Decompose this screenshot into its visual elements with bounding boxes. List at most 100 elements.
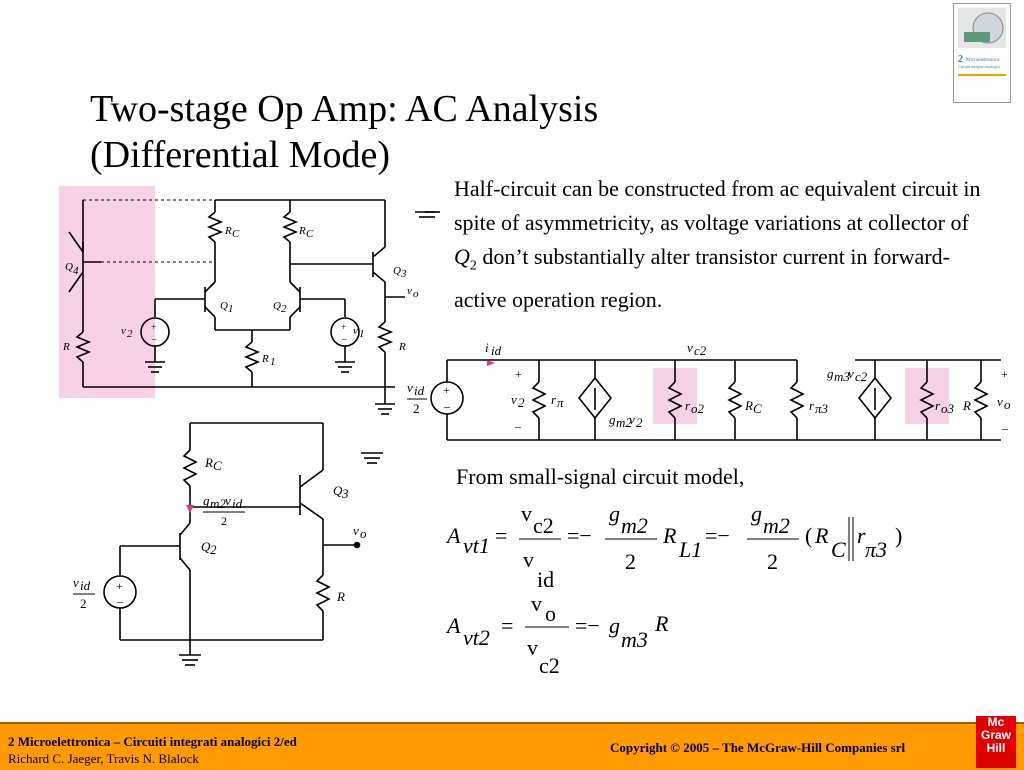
avt1-num1: v [521,501,532,526]
r-right-label: R [398,341,406,353]
q2-subscript: 2 [469,258,477,274]
gm2v2-sub: m2 [616,415,632,430]
src-plus: + [443,383,450,397]
rc-left-label: R [224,225,232,237]
q3-lower-label: Q [333,483,343,498]
description-part-1: Half-circuit can be constructed from ac … [454,176,981,235]
vid-label: v [407,380,413,395]
rc-lower-sub: C [213,458,222,473]
avt1-r-sub: π3 [865,537,887,562]
gm3vc2-tail: v [848,366,854,381]
gain-equations: A vt1 = v c2 v id =− g m2 2 R L1 =− g m2… [445,501,902,678]
avt1-num3: g [751,501,762,526]
ro2-label: r [685,398,691,413]
gm2vid-v: v [225,493,231,508]
avt2-R: R [654,611,669,636]
avt1-R-sub: L1 [678,537,702,562]
q1-label: Q [220,300,228,312]
q2-lower-label: Q [201,539,211,554]
vo-lower-label: v [353,523,359,538]
q2-symbol: Q [454,244,470,269]
avt1-eq: = [495,523,507,548]
gm2vid-arrow [186,505,194,513]
rc-right-sub: C [306,228,314,240]
book-title: Microelettronica [966,58,1000,63]
v2-model-sub: 2 [518,395,525,410]
avt1-A: A [445,523,461,548]
small-signal-model: i id v c2 v id 2 + – + v 2 – r π g m2 v … [407,340,1011,441]
vo-plus-model: + [1001,367,1008,381]
avt1-R: R [662,523,677,548]
avt1-paren-open: ( [805,523,812,548]
v2-sub: 2 [127,328,133,340]
gm2vid-label: g [203,493,210,508]
avt1-r: r [857,523,866,548]
v2-plus: + [151,322,156,332]
rpi-sub: π [557,395,564,410]
r-model-label: R [962,398,971,413]
avt1-num2-sub: m2 [621,513,648,538]
ro3-sub: o3 [941,401,955,416]
rpi-label: r [551,392,557,407]
rc-right-label: R [298,225,306,237]
book-cover-art: 2 Microelettronica Circuiti integrati an… [958,8,1006,76]
avt1-den2: 2 [625,549,636,574]
avt1-den1-sub: id [537,567,554,592]
iid-sub: id [491,343,502,358]
book-cover-thumbnail: 2 Microelettronica Circuiti integrati an… [953,3,1011,103]
v2-label: v [121,325,126,337]
q2-sub: 2 [281,303,287,315]
rc-model-sub: C [753,401,762,416]
q2-label: Q [273,300,281,312]
avt2-eq: = [501,613,513,638]
rc-left-sub: C [232,228,240,240]
vo-label: v [407,285,412,297]
book-number: 2 [958,54,963,65]
gm3vc2-tail-sub: c2 [855,369,868,384]
rc-lower-label: R [204,455,213,470]
footer-bar [0,722,1024,770]
q1-sub: 1 [228,303,234,315]
footer-authors: Richard C. Jaeger, Travis N. Blalock [8,751,199,766]
avt1-paren-close: ) [895,523,902,548]
avt1-den3: 2 [767,549,778,574]
footer-book-title: 2 Microelettronica – Circuiti integrati … [8,734,297,749]
vid-lower-label: v [73,575,79,590]
r-left-label: R [62,341,70,353]
avt2-A: A [445,613,461,638]
gm2v2-label: g [609,412,616,427]
title-line-1: Two-stage Op Amp: AC Analysis [90,88,599,130]
slide-title: Two-stage Op Amp: AC Analysis (Different… [90,86,598,178]
rpi3-label: r [809,398,815,413]
q4-sub: 4 [73,265,79,277]
vid-sub: id [414,383,425,398]
v1-plus: + [341,322,346,332]
q3-lower-sub: 3 [341,486,349,501]
avt1-den1: v [523,547,534,572]
src-lower-plus: + [116,579,123,593]
v1-minus: – [341,334,347,344]
vo-model-label: v [997,394,1003,409]
q3-sub: 3 [400,268,407,280]
r-lower-label: R [336,589,345,604]
avt2-den: v [527,635,538,660]
logo-line-2: Graw [980,728,1011,742]
mcgraw-hill-logo: Mc Graw Hill [976,716,1016,768]
differential-amp-schematic: Q 4 R R C R C Q 1 Q 2 R 1 v 2 v 1 Q 3 v … [59,186,440,415]
gm2v2-tail-sub: 2 [636,415,643,430]
half-circuit-schematic: R C g m2 v id 2 Q 3 v o Q 2 R v id 2 + – [73,422,383,666]
vid-two: 2 [413,401,420,416]
gm3vc2-label: g [827,366,834,381]
v2-model-label: v [511,392,517,407]
gm2vid-sub: m2 [210,496,226,511]
model-intro-text: From small-signal circuit model, [456,464,745,489]
src-minus: – [443,399,451,413]
gm3vc2-sub: m3 [834,369,850,384]
v2-minus-model: – [514,419,522,433]
q3-label: Q [393,265,401,277]
avt1-RC: R [814,523,829,548]
vid-lower-two: 2 [80,596,87,611]
q2-lower-sub: 2 [210,542,217,557]
avt2-den-sub: c2 [539,653,560,678]
avt2-g-sub: m3 [621,627,648,652]
